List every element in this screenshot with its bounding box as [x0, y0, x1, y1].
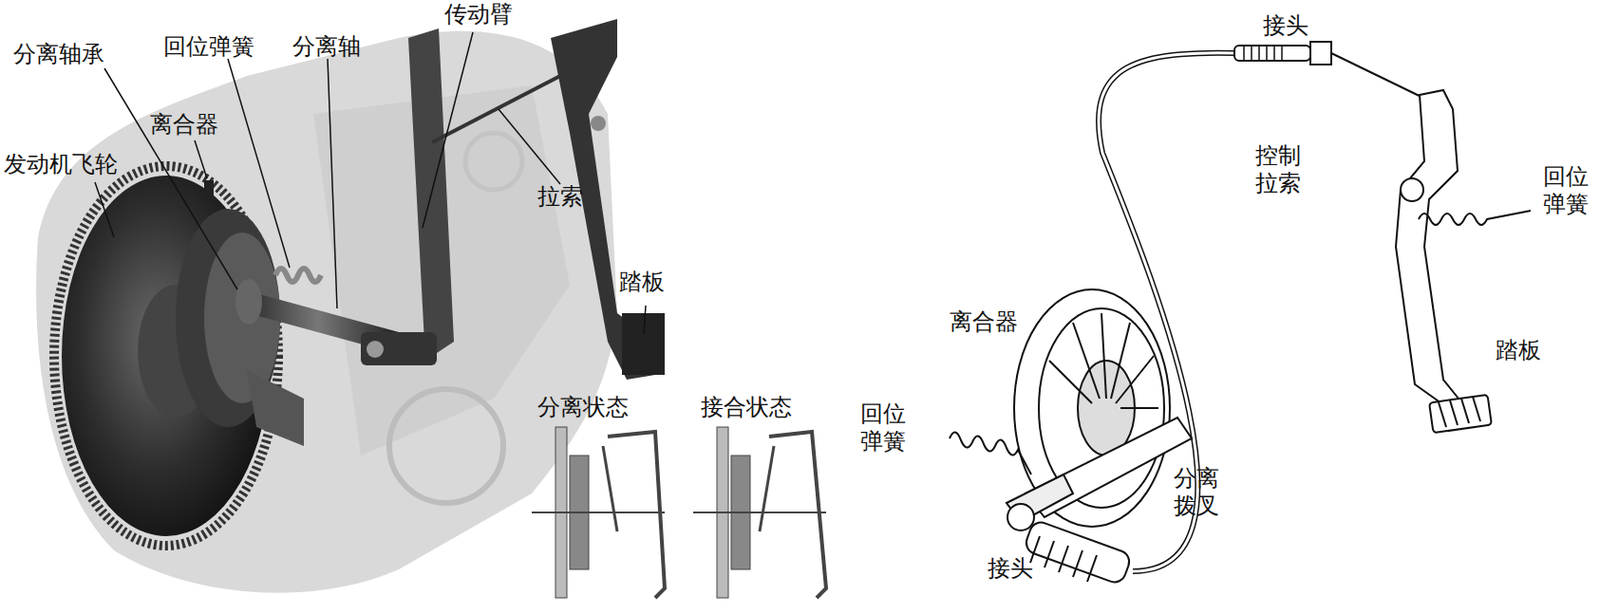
transmission-housing — [36, 31, 618, 594]
part-label: 接合状态 — [700, 395, 792, 422]
part-label: 拉索 — [537, 184, 584, 211]
part-label: 分离轴承 — [13, 41, 105, 69]
part-label: 踏板 — [1495, 338, 1542, 365]
part-label: 回位 弹簧 — [860, 400, 908, 456]
state-diagram — [531, 427, 827, 599]
part-label: 分离轴 — [292, 34, 361, 61]
part-label: 分离状态 — [537, 395, 629, 422]
part-label: 离合器 — [949, 309, 1018, 337]
pedal-drawing — [1395, 90, 1531, 433]
leader-line — [94, 32, 646, 335]
part-label: 踏板 — [619, 269, 665, 297]
cable — [432, 75, 561, 143]
part-label: 回位 弹簧 — [1543, 163, 1591, 219]
clutch-drawing — [949, 289, 1192, 586]
part-label: 分离 拨叉 — [1173, 465, 1222, 521]
part-label: 传动臂 — [444, 1, 513, 29]
part-label: 接头 — [1262, 13, 1309, 40]
part-label: 离合器 — [150, 112, 219, 139]
part-label: 发动机飞轮 — [3, 151, 118, 179]
transmission-arm — [360, 28, 454, 366]
part-label: 回位弹簧 — [163, 34, 255, 61]
part-label: 控制 拉索 — [1255, 142, 1303, 198]
part-label: 接头 — [987, 556, 1034, 584]
